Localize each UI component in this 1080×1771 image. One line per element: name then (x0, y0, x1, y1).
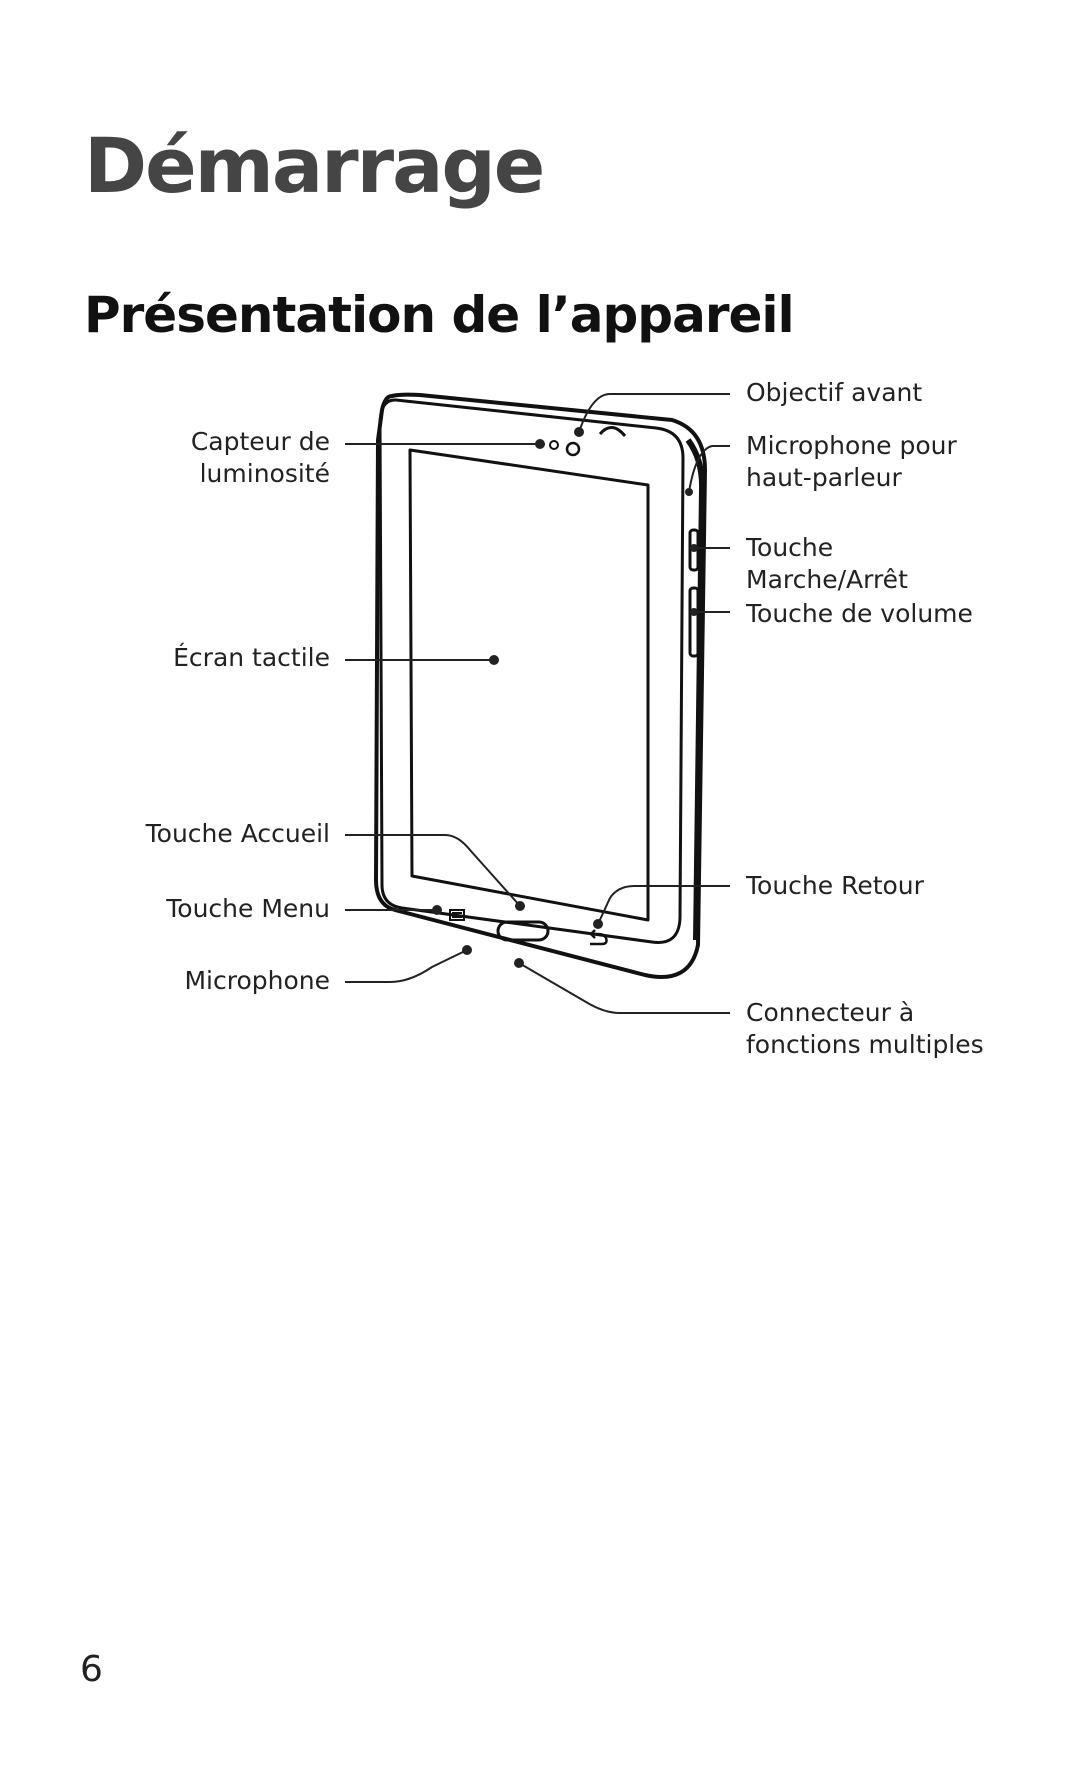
label-multipurpose-jack-line-2: fonctions multiples (746, 1030, 984, 1059)
earpiece-icon (598, 426, 627, 437)
label-power-key-line-2: Marche/Arrêt (746, 565, 908, 594)
leader-dots (432, 427, 698, 968)
chapter-title: Démarrage (84, 121, 545, 210)
label-microphone: Microphone (184, 966, 330, 995)
label-multipurpose-jack: Connecteur à fonctions multiples (746, 997, 984, 1061)
label-menu-key: Touche Menu (166, 894, 330, 923)
menu-key-icon (449, 909, 465, 921)
label-home-key: Touche Accueil (145, 819, 330, 848)
home-key-icon (496, 920, 550, 942)
label-volume-key: Touche de volume (746, 599, 973, 628)
light-sensor-icon (549, 440, 559, 450)
page-number: 6 (80, 1649, 103, 1690)
tablet-outer-shell (374, 392, 707, 979)
section-title: Présentation de l’appareil (84, 286, 795, 344)
label-speaker-mic-line-2: haut-parleur (746, 463, 902, 492)
front-camera-icon (565, 441, 581, 457)
tablet-screen (408, 448, 650, 922)
label-front-camera: Objectif avant (746, 378, 923, 407)
label-light-sensor: Capteur de luminosité (191, 426, 330, 490)
leader-front-camera (578, 393, 730, 433)
leader-speaker-mic (688, 445, 730, 493)
label-speaker-mic-line-1: Microphone pour (746, 431, 957, 460)
label-multipurpose-jack-line-1: Connecteur à (746, 998, 915, 1027)
label-light-sensor-line-1: Capteur de (190, 427, 330, 456)
leader-home-key (345, 834, 521, 907)
leader-back-key (597, 885, 730, 925)
volume-key-icon (688, 586, 700, 658)
leader-multipurpose-jack (518, 962, 730, 1014)
leader-microphone (345, 949, 468, 983)
label-light-sensor-line-2: luminosité (199, 459, 330, 488)
label-back-key: Touche Retour (746, 871, 924, 900)
tablet-front-face (378, 398, 685, 944)
label-power-key-line-1: Touche (746, 533, 834, 562)
label-touchscreen: Écran tactile (173, 643, 330, 672)
back-key-icon (589, 929, 608, 946)
leader-lines (345, 393, 730, 1014)
tablet-side-edge (685, 438, 706, 941)
label-speaker-mic: Microphone pour haut-parleur (746, 430, 957, 494)
label-power-key: Touche Marche/Arrêt (746, 532, 908, 596)
tablet-body (374, 392, 707, 979)
